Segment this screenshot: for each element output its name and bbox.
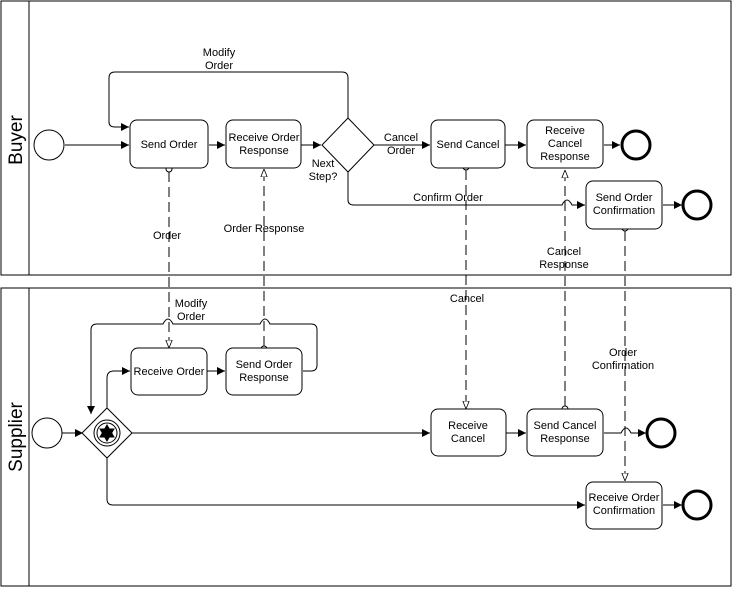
task-label: Response (540, 151, 590, 163)
supplier-sequence-flows (62, 318, 682, 509)
supplier-start-event (31, 417, 63, 449)
task-send-order[interactable]: Send Order (129, 119, 209, 169)
modify-order-label: Order (177, 311, 205, 323)
supplier-event-based-gateway (81, 407, 133, 459)
flow-labels: Modify Order Next Step? Cancel Order Con… (175, 47, 483, 323)
cancel-order-label: Cancel (384, 132, 418, 144)
supplier-pool: Supplier (0, 287, 732, 587)
events (31, 129, 713, 521)
buyer-exclusive-gateway (321, 117, 375, 173)
buyer-cancel-end-event (620, 129, 652, 161)
message-flows (169, 169, 625, 481)
order-confirmation-message-label: Confirmation (592, 360, 654, 372)
cancel-message-label: Cancel (450, 293, 484, 305)
modify-order-label: Modify (203, 47, 236, 59)
task-label: Send Order (141, 139, 198, 151)
task-label: Send Order (596, 192, 653, 204)
task-label: Response (239, 372, 289, 384)
modify-order-label: Modify (175, 298, 208, 310)
task-label: Send Cancel (534, 420, 597, 432)
next-step-label: Next (312, 158, 335, 170)
buyer-pool-label: Buyer (6, 115, 27, 165)
task-label: Receive (448, 420, 488, 432)
order-message-label: Order (153, 230, 181, 242)
task-label: Send Order (236, 359, 293, 371)
supplier-pool-label: Supplier (6, 401, 27, 471)
star-icon (99, 424, 115, 442)
task-label: Response (239, 145, 289, 157)
confirm-order-label: Confirm Order (413, 192, 483, 204)
task-label: Response (540, 433, 590, 445)
order-response-message-label: Order Response (224, 223, 305, 235)
task-label: Receive (545, 125, 585, 137)
buyer-start-event (33, 129, 65, 161)
cancel-order-label: Order (387, 145, 415, 157)
next-step-label: Step? (309, 171, 338, 183)
task-receive-cancel-response[interactable]: Receive Cancel Response (526, 119, 604, 169)
task-label: Cancel (548, 138, 582, 150)
task-send-order-confirmation[interactable]: Send Order Confirmation (585, 180, 663, 230)
buyer-confirm-end-event (681, 189, 713, 221)
task-label: Send Cancel (437, 139, 500, 151)
task-label: Cancel (451, 433, 485, 445)
task-send-order-response[interactable]: Send Order Response (225, 347, 303, 396)
task-label: Receive Order (134, 366, 205, 378)
modify-order-label: Order (205, 60, 233, 72)
task-receive-order-confirmation[interactable]: Receive Order Confirmation (585, 481, 663, 530)
task-label: Confirmation (593, 505, 655, 517)
supplier-cancel-end-event (645, 417, 677, 449)
task-send-cancel-response[interactable]: Send Cancel Response (526, 408, 604, 457)
task-receive-cancel[interactable]: Receive Cancel (430, 408, 507, 457)
task-receive-order-response[interactable]: Receive Order Response (225, 119, 302, 169)
task-receive-order[interactable]: Receive Order (130, 347, 208, 396)
task-label: Confirmation (593, 205, 655, 217)
message-labels: Order Order Response Cancel Cancel Respo… (153, 223, 654, 372)
task-label: Receive Order (589, 492, 660, 504)
cancel-response-message-label: Response (539, 259, 589, 271)
supplier-confirm-end-event (681, 489, 713, 521)
order-confirmation-message-label: Order (609, 347, 637, 359)
task-label: Receive Order (229, 132, 300, 144)
task-send-cancel[interactable]: Send Cancel (430, 119, 506, 169)
cancel-response-message-label: Cancel (547, 246, 581, 258)
